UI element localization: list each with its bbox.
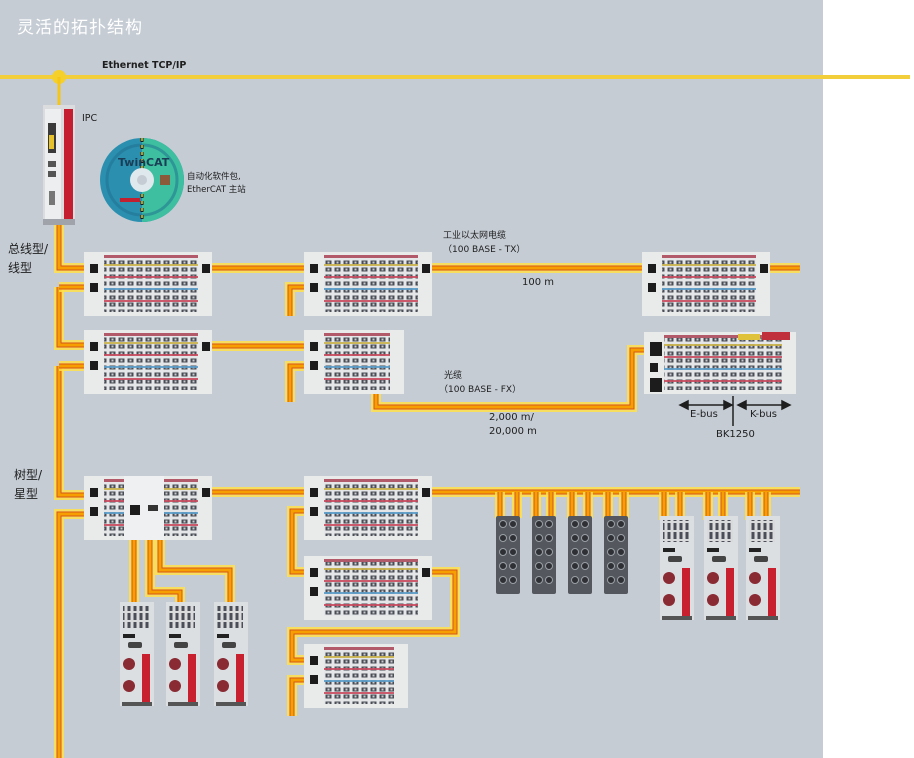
software-label: 自动化软件包, EtherCAT 主站: [187, 171, 246, 197]
ethercat-port-out: [648, 283, 656, 292]
ethercat-terminal-block[interactable]: [84, 330, 212, 394]
servo-drive[interactable]: [214, 602, 248, 706]
bk1250-coupler[interactable]: [650, 332, 790, 392]
cd-brand-text: TwinCAT: [118, 156, 170, 169]
ethercat-port-out: [760, 264, 768, 273]
io-box[interactable]: [568, 516, 592, 594]
ethercat-port-out: [310, 283, 318, 292]
ethernet-cable-label-2: （100 BASE - TX）: [443, 245, 526, 255]
ethercat-port-out: [310, 587, 318, 596]
ethercat-terminal-block[interactable]: [642, 252, 770, 316]
ebus-label: E-bus: [690, 409, 718, 420]
ipc-label: IPC: [82, 113, 98, 124]
fiber-label-2: （100 BASE - FX）: [439, 385, 522, 395]
topology-line-label-2: 线型: [8, 261, 33, 275]
ethercat-port-out: [90, 361, 98, 370]
topology-tree-label-1: 树型/: [14, 468, 43, 482]
ethercat-port-in: [648, 264, 656, 273]
bk1250-label: BK1250: [716, 429, 755, 440]
software-label-line2: EtherCAT 主站: [187, 185, 246, 195]
ethercat-terminal-block[interactable]: [84, 252, 212, 316]
servo-drive[interactable]: [120, 602, 154, 706]
ethercat-port-in: [90, 264, 98, 273]
software-label-line1: 自动化软件包,: [187, 172, 241, 182]
ethercat-port-in: [310, 264, 318, 273]
topology-line-label: 总线型/ 线型: [8, 240, 48, 278]
topology-tree-label: 树型/ 星型: [14, 466, 42, 504]
kbus-label: K-bus: [750, 409, 778, 420]
ethernet-label: Ethernet TCP/IP: [102, 60, 187, 71]
topology-line-label-1: 总线型/: [8, 242, 49, 256]
fiber-distance: 2,000 m/ 20,000 m: [489, 411, 537, 439]
cable-segment: [54, 222, 92, 273]
ethercat-port-in: [310, 342, 318, 351]
ethernet-cable-label: 工业以太网电缆 （100 BASE - TX）: [443, 229, 525, 257]
ethercat-port-out: [650, 363, 658, 372]
ethercat-terminal-block[interactable]: [304, 330, 404, 394]
ethercat-port-out: [90, 507, 98, 516]
fiber-distance-2: 20,000 m: [489, 426, 537, 437]
ethercat-port-out: [310, 507, 318, 516]
cable-segment: [54, 509, 92, 758]
ethercat-terminal-block[interactable]: [304, 644, 408, 708]
cable-segment: [54, 287, 92, 350]
ethercat-port-out: [202, 488, 210, 497]
fiber-distance-1: 2,000 m/: [489, 412, 534, 423]
ethercat-port-out: [202, 342, 210, 351]
fiber-label: 光缆 （100 BASE - FX）: [439, 369, 521, 397]
io-box[interactable]: [496, 516, 520, 594]
io-box[interactable]: [532, 516, 556, 594]
cable-segment: [285, 361, 310, 402]
ethernet-cable-label-1: 工业以太网电缆: [443, 231, 507, 241]
ethercat-terminal-block[interactable]: [304, 252, 432, 316]
ethercat-port-in: [310, 656, 318, 665]
cable-segment: [287, 567, 460, 665]
fiber-label-1: 光缆: [444, 371, 463, 381]
ethercat-terminal-block[interactable]: [304, 476, 432, 540]
ethercat-cables: [54, 222, 800, 758]
servo-drive[interactable]: [660, 516, 694, 620]
bus-annotations: [678, 396, 792, 426]
ethercat-port-out: [422, 264, 430, 273]
ethercat-terminal-block[interactable]: [304, 556, 432, 620]
ethercat-port-out: [310, 361, 318, 370]
cable-segment: [287, 506, 310, 577]
cable-segment: [54, 366, 92, 500]
ethercat-port-out: [202, 264, 210, 273]
ipc-device[interactable]: [43, 105, 75, 225]
cable-segment: [285, 282, 310, 316]
page-title: 灵活的拓扑结构: [17, 18, 143, 38]
ethercat-port-in: [310, 488, 318, 497]
servo-drive[interactable]: [704, 516, 738, 620]
ethercat-port-out: [422, 488, 430, 497]
twincat-cd-icon: TwinCAT: [100, 138, 184, 222]
ethercat-port-in: [90, 342, 98, 351]
ethercat-port-out: [310, 675, 318, 684]
servo-drive[interactable]: [746, 516, 780, 620]
ethernet-cable-distance: 100 m: [522, 277, 555, 288]
ethercat-port-out: [422, 568, 430, 577]
ethercat-port-out: [90, 283, 98, 292]
cable-segment: [145, 510, 185, 604]
ethercat-port-in: [310, 568, 318, 577]
ethercat-port-in: [90, 488, 98, 497]
topology-tree-label-2: 星型: [14, 487, 39, 501]
io-box[interactable]: [604, 516, 628, 594]
ethercat-junction[interactable]: [124, 476, 164, 540]
ethercat-terminal-block[interactable]: [644, 332, 796, 394]
servo-drive[interactable]: [166, 602, 200, 706]
